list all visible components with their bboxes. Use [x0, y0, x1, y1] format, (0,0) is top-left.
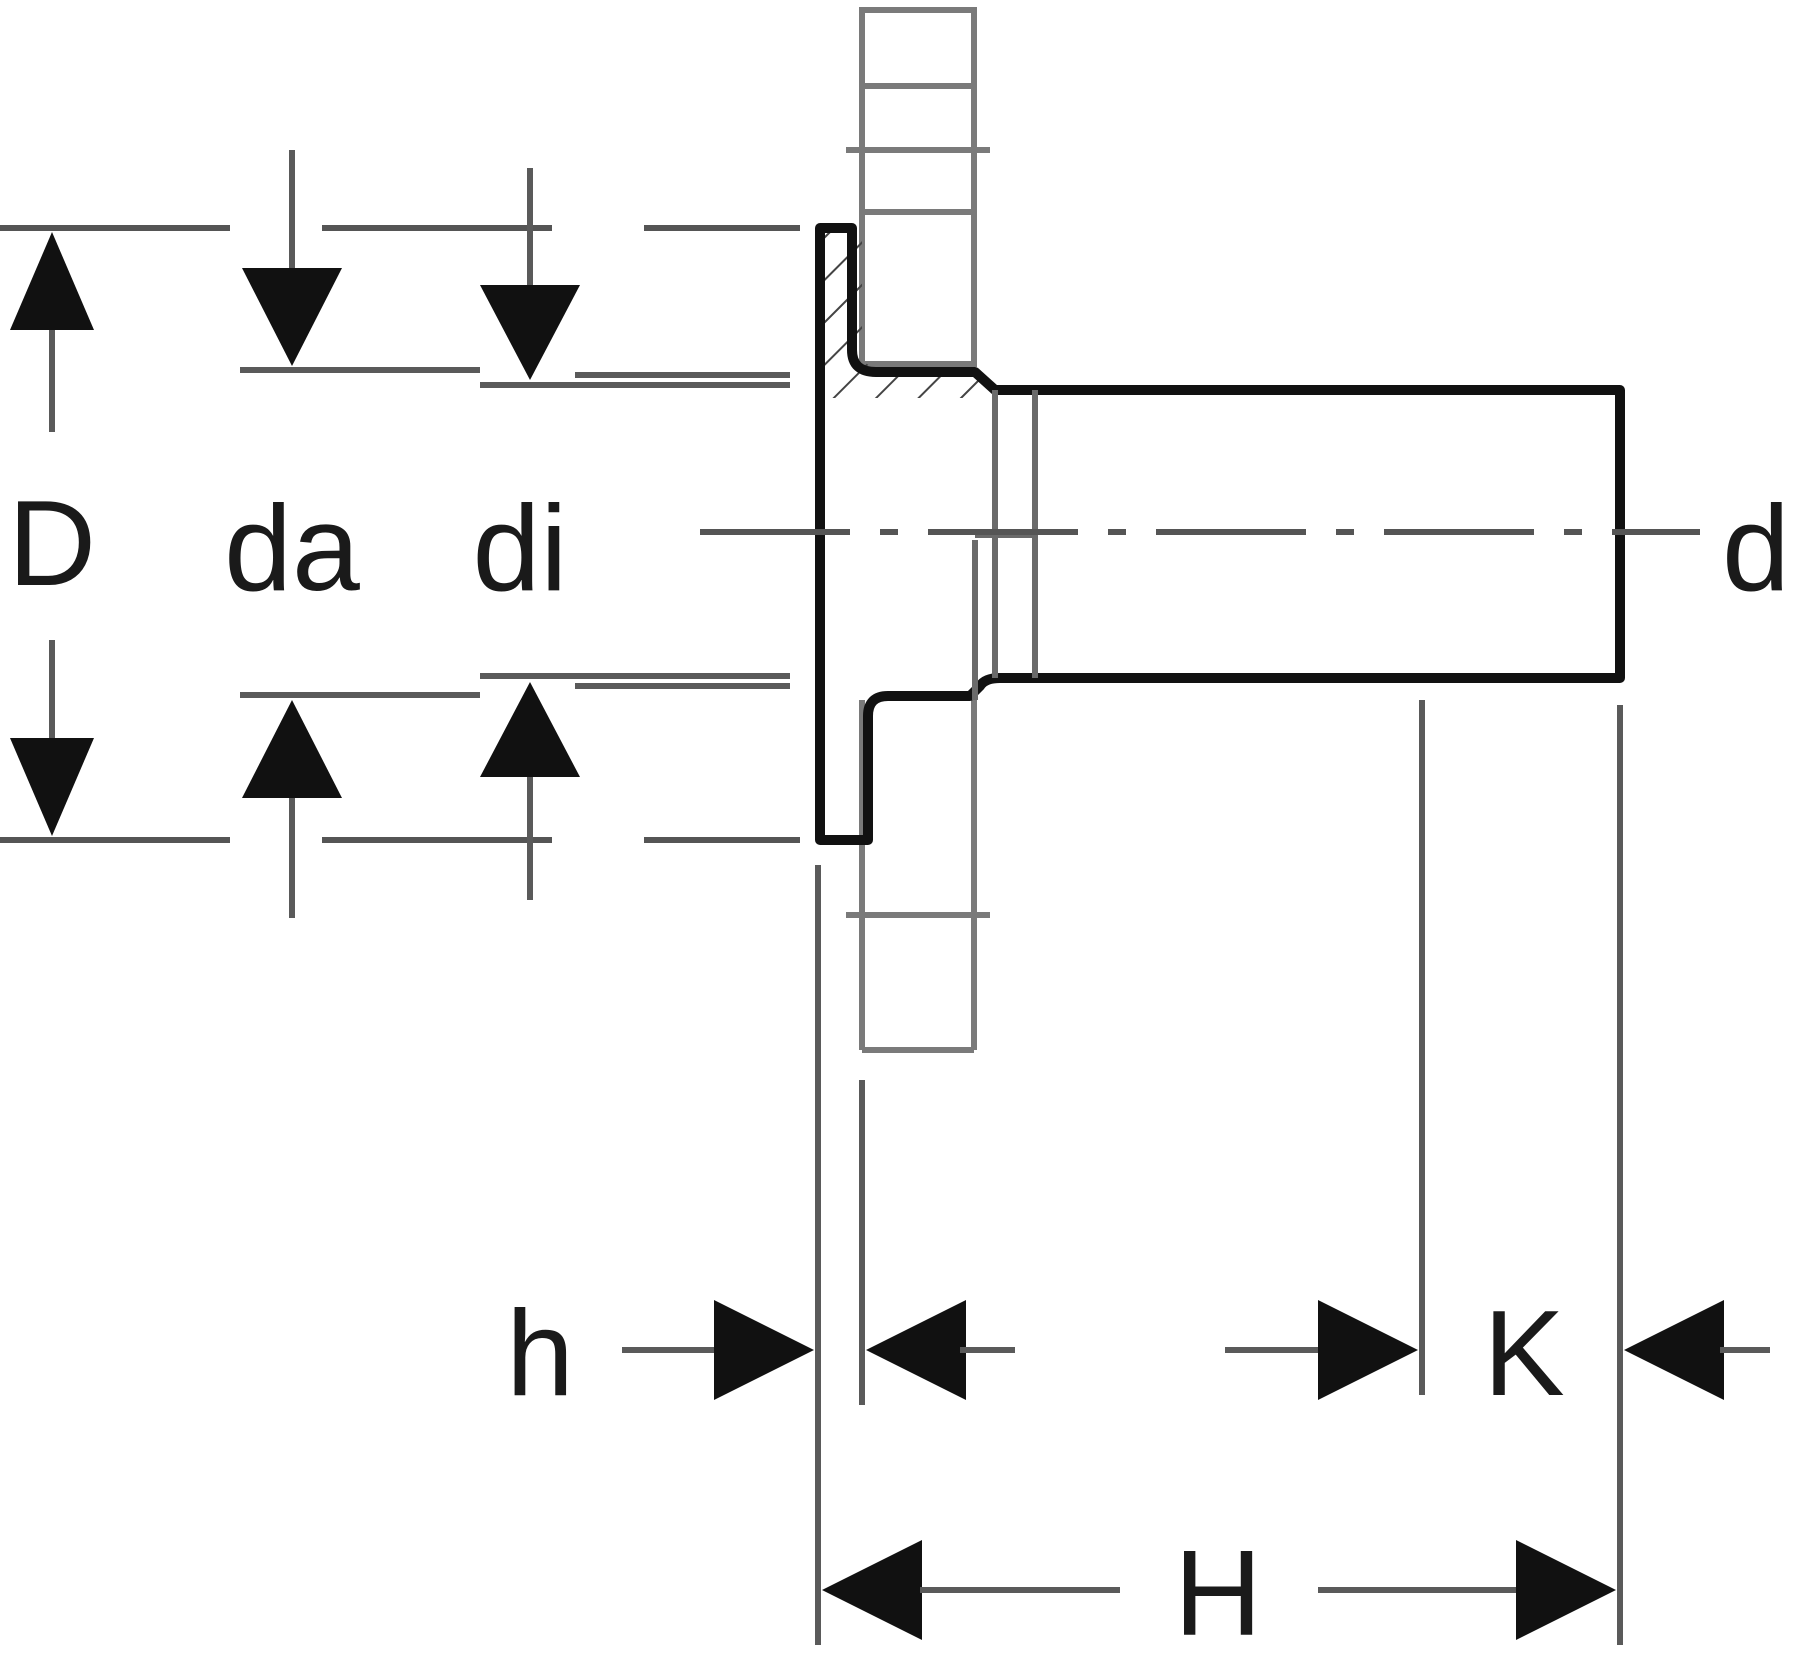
dim-D-arrow-down	[10, 738, 94, 836]
dim-di-arrow-up	[480, 682, 580, 777]
dim-K-arrow-right	[1318, 1300, 1418, 1400]
dimension-h: h	[506, 1285, 1015, 1421]
label-h: h	[506, 1285, 574, 1421]
dim-H-arrow-right	[1516, 1540, 1616, 1640]
label-di: di	[473, 480, 568, 616]
flange-section-upper	[859, 209, 977, 367]
backing-flange-ring	[846, 7, 990, 1053]
dim-h-arrow-left	[866, 1300, 966, 1400]
label-K: K	[1483, 1285, 1564, 1421]
horizontal-extension-lines	[0, 225, 800, 843]
dim-da-arrow-up	[242, 700, 342, 798]
dimension-da: da	[224, 150, 360, 918]
vertical-extension-lines	[815, 700, 1623, 1645]
dimension-D: D	[8, 232, 96, 836]
label-d: d	[1722, 480, 1790, 616]
label-da: da	[224, 480, 360, 616]
dim-da-arrow-down	[242, 268, 342, 366]
label-D: D	[8, 475, 96, 611]
dim-h-arrow-right	[714, 1300, 814, 1400]
dimension-di: di	[473, 168, 580, 900]
dimension-K: K	[1225, 1285, 1770, 1421]
dim-H-arrow-left	[822, 1540, 922, 1640]
flange-section-top	[859, 7, 977, 89]
dim-K-arrow-left	[1624, 1300, 1724, 1400]
label-H: H	[1174, 1525, 1262, 1656]
dimension-H: H	[822, 1525, 1616, 1656]
dim-D-arrow-up	[10, 232, 94, 330]
stub-end-profile	[815, 223, 1625, 845]
dim-di-arrow-down	[480, 285, 580, 380]
